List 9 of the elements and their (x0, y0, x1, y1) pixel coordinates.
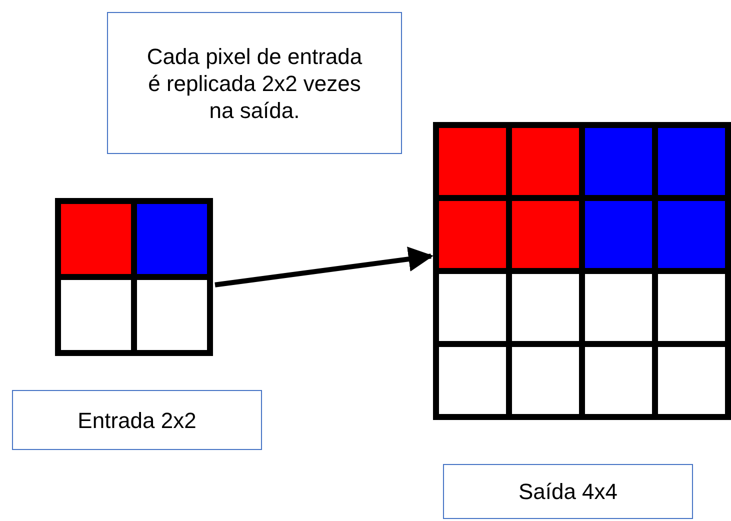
grid-caption: Entrada 2x2 (78, 406, 196, 434)
grid-caption: Saída 4x4 (518, 478, 618, 505)
text-box (12, 390, 262, 450)
pixel-grid (55, 198, 213, 356)
note-text: Cada pixel de entrada é replicada 2x2 vezes na saída. (146, 42, 364, 124)
pixel-grid (433, 122, 731, 420)
text-box (443, 464, 693, 519)
text-box (107, 12, 402, 154)
arrow (214, 246, 434, 288)
